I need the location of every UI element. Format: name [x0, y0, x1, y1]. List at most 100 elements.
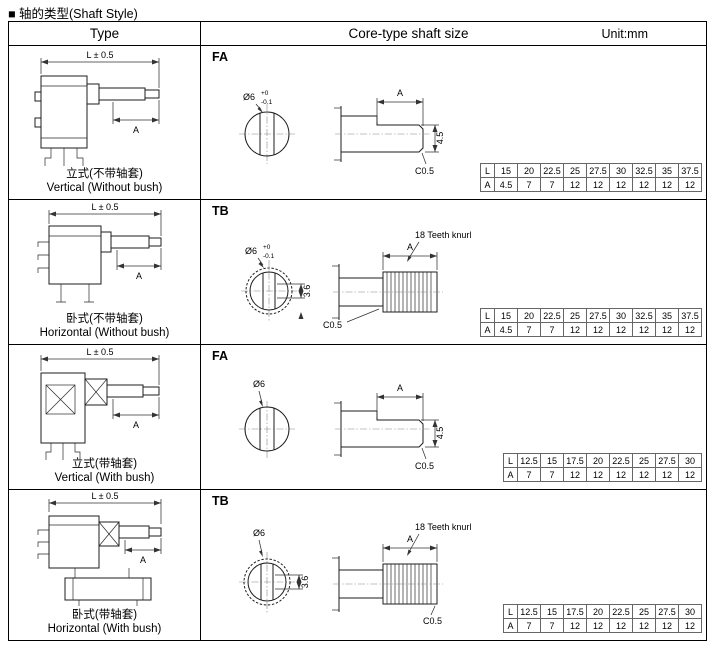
dim-value: 15: [494, 163, 518, 178]
dim-value: 12: [609, 467, 633, 482]
dim-value: 22.5: [540, 163, 564, 178]
column-header-type: Type: [9, 22, 201, 46]
dim-value: 27.5: [586, 308, 610, 323]
dim-value: 12: [563, 177, 587, 192]
type-label-cn: 立式(不带轴套): [66, 167, 143, 180]
dim-value: 27.5: [655, 604, 679, 619]
table-row-L: L 12.5 15 17.5 20 22.5 25 27.5 30: [503, 604, 702, 619]
a-dim-label: A: [133, 125, 139, 135]
dim-value: 12: [586, 322, 610, 337]
dim-value: 12: [632, 618, 656, 633]
flat-height-label: 4.5: [435, 427, 445, 440]
dim-value: 20: [586, 604, 610, 619]
dim-value: 12: [632, 322, 656, 337]
diameter-label: Ø6: [253, 379, 265, 389]
type-label-en: Vertical (With bush): [54, 472, 155, 485]
dim-value: 12: [609, 177, 633, 192]
dim-value: 17.5: [563, 453, 587, 468]
dim-value: 12: [678, 618, 702, 633]
vertical-without-bush-drawing: L ± 0.5 A: [34, 50, 160, 166]
type-cell-vertical-without-bush: L ± 0.5 A 立式(不带轴套): [9, 46, 201, 200]
slot-width-label: 3.6: [302, 285, 312, 298]
dim-value: 25: [632, 453, 656, 468]
dim-value: 12: [655, 618, 679, 633]
dim-value: 12.5: [517, 604, 541, 619]
vertical-with-bush-drawing: L ± 0.5 A: [40, 347, 160, 460]
dim-value: 12: [609, 322, 633, 337]
type-label-cn: 卧式(不带轴套): [66, 312, 143, 325]
table-row-A: A 7 7 12 12 12 12 12 12: [503, 618, 702, 633]
dim-value: 12: [678, 467, 702, 482]
dim-value: 4.5: [494, 322, 518, 337]
length-dim-label: L ± 0.5: [86, 347, 113, 357]
dim-value: 27.5: [586, 163, 610, 178]
length-dim-label: L ± 0.5: [91, 202, 118, 212]
column-header-shaft-size: Core-type shaft size Unit:mm: [201, 22, 706, 46]
unit-label: Unit:mm: [601, 26, 648, 41]
type-label-en: Horizontal (Without bush): [39, 327, 170, 340]
dim-value: 15: [540, 604, 564, 619]
dim-value: 17.5: [563, 604, 587, 619]
dim-value: 25: [563, 163, 587, 178]
length-dim-label: L ± 0.5: [91, 491, 118, 501]
dim-value: 25: [632, 604, 656, 619]
type-label-cn: 立式(带轴套): [71, 457, 138, 470]
dim-value: 20: [517, 308, 541, 323]
dim-value: 15: [494, 308, 518, 323]
dim-row-label: A: [503, 467, 518, 482]
slot-width-label: 3.6: [300, 576, 310, 589]
tolerance-upper-label: +0: [263, 244, 271, 251]
dim-value: 30: [678, 604, 702, 619]
dim-value: 12.5: [517, 453, 541, 468]
section-label-tb: TB: [212, 494, 229, 508]
dim-value: 12: [563, 467, 587, 482]
dim-row-label: L: [480, 308, 495, 323]
knurl-label: 18 Teeth knurl: [415, 522, 471, 532]
length-dim-label: L ± 0.5: [86, 50, 113, 60]
shaft-size-table: L 15 20 22.5 25 27.5 30 32.5 35 37.5 A 4…: [480, 163, 702, 192]
shaft-cell-tb-with-bush: TB Ø6 3.6 18 Teeth knurl: [201, 490, 706, 640]
dim-value: 32.5: [632, 308, 656, 323]
table-row-A: A 4.5 7 7 12 12 12 12 12 12: [480, 322, 702, 337]
type-header-label: Type: [89, 26, 120, 41]
table-row-L: L 12.5 15 17.5 20 22.5 25 27.5 30: [503, 453, 702, 468]
type-caption: 卧式(带轴套) Horizontal (With bush): [9, 608, 200, 637]
section-label-fa: FA: [212, 50, 228, 64]
dim-value: 7: [540, 467, 564, 482]
tb-shaft-drawing: Ø6 3.6 18 Teeth knurl: [239, 522, 471, 626]
tolerance-lower-label: -0.1: [263, 253, 275, 260]
dim-value: 35: [655, 308, 679, 323]
type-caption: 立式(带轴套) Vertical (With bush): [9, 457, 200, 486]
dim-row-label: A: [480, 322, 495, 337]
dim-value: 37.5: [678, 163, 702, 178]
type-cell-horizontal-without-bush: L ± 0.5 A 卧式(不带轴套) Horizont: [9, 200, 201, 345]
a-dim-label: A: [140, 555, 146, 565]
dim-value: 12: [586, 177, 610, 192]
dim-value: 7: [517, 618, 541, 633]
shaft-header-label: Core-type shaft size: [348, 26, 469, 41]
flat-height-label: 4.5: [435, 132, 445, 145]
dim-row-label: A: [480, 177, 495, 192]
dim-value: 12: [586, 467, 610, 482]
dim-value: 4.5: [494, 177, 518, 192]
dim-value: 22.5: [609, 453, 633, 468]
shaft-size-table: L 12.5 15 17.5 20 22.5 25 27.5 30 A 7 7 …: [503, 453, 702, 482]
dim-value: 7: [540, 177, 564, 192]
chamfer-label: C0.5: [423, 616, 442, 626]
chamfer-label: C0.5: [415, 166, 434, 176]
table-row-A: A 7 7 12 12 12 12 12 12: [503, 467, 702, 482]
shaft-style-table: Type Core-type shaft size Unit:mm L ± 0.…: [8, 21, 707, 641]
shaft-size-table: L 12.5 15 17.5 20 22.5 25 27.5 30 A 7 7 …: [503, 604, 702, 633]
table-row-A: A 4.5 7 7 12 12 12 12 12 12: [480, 177, 702, 192]
dim-value: 30: [609, 308, 633, 323]
section-label-fa: FA: [212, 349, 228, 363]
a-dim-label: A: [397, 88, 403, 98]
dim-value: 12: [678, 177, 702, 192]
dim-value: 12: [655, 467, 679, 482]
shaft-cell-tb-without-bush: TB Ø6 +0 -0.1 3.6 18 Teeth: [201, 200, 706, 345]
dim-value: 20: [586, 453, 610, 468]
dim-value: 30: [678, 453, 702, 468]
dim-row-label: L: [480, 163, 495, 178]
dim-value: 7: [517, 467, 541, 482]
